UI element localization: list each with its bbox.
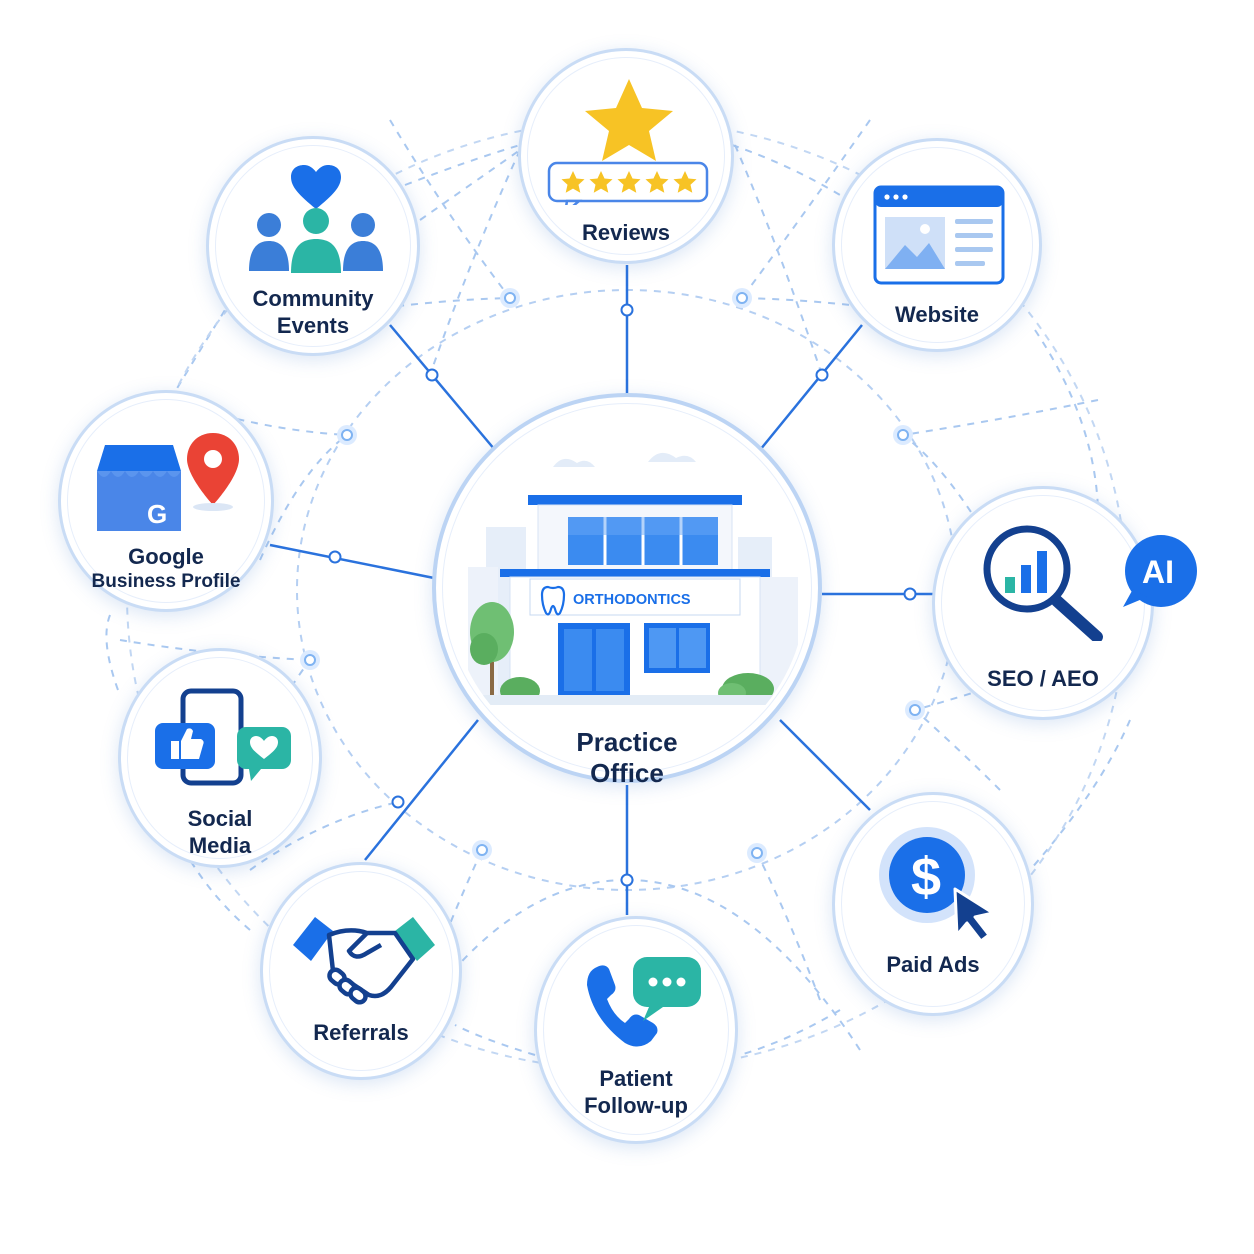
referrals-label: Referrals xyxy=(313,1020,409,1045)
patient-followup-label: Patient Follow-up xyxy=(584,1066,688,1118)
social-media-label: Social Media xyxy=(187,806,253,858)
storefront-pin-icon: G xyxy=(97,433,239,531)
ai-badge-text: AI xyxy=(1142,554,1174,590)
social-media-node[interactable]: Social Media xyxy=(118,648,322,868)
reviews-label: Reviews xyxy=(581,220,671,245)
google-business-profile-label: Google Business Profile xyxy=(91,544,241,592)
magnifier-chart-icon xyxy=(983,525,1103,641)
phone-chat-icon xyxy=(587,957,701,1047)
handshake-icon xyxy=(293,917,435,1005)
orthodontic-building-icon: ORTHODONTICS xyxy=(468,452,798,705)
patient-followup-node[interactable]: Patient Follow-up xyxy=(534,916,738,1144)
google-business-profile-node[interactable]: G Google Business Profile xyxy=(58,390,274,612)
reviews-node[interactable]: Reviews xyxy=(518,48,734,264)
practice-office-node: ORTHODONTICS Practice xyxy=(432,393,822,788)
browser-window-icon xyxy=(873,185,1005,285)
paid-ads-label: Paid Ads xyxy=(886,952,980,977)
community-events-node[interactable]: Community Events xyxy=(206,136,420,356)
community-events-label: Community Events xyxy=(252,286,374,338)
paid-ads-node[interactable]: $ Paid Ads xyxy=(832,792,1034,1016)
seo-aeo-node[interactable]: AI SEO / AEO xyxy=(932,486,1197,720)
google-g-letter: G xyxy=(147,499,167,529)
dollar-symbol: $ xyxy=(911,847,941,907)
practice-office-label: Practice Office xyxy=(576,727,678,788)
people-heart-icon xyxy=(249,165,383,273)
orthodontics-sign: ORTHODONTICS xyxy=(573,592,691,608)
referrals-node[interactable]: Referrals xyxy=(260,862,462,1080)
dollar-cursor-icon: $ xyxy=(879,827,995,943)
seo-aeo-label: SEO / AEO xyxy=(987,666,1099,691)
website-label: Website xyxy=(895,302,979,327)
phone-like-icon xyxy=(155,688,291,786)
star-rating-icon xyxy=(547,79,709,205)
website-node[interactable]: Website xyxy=(832,138,1042,352)
ai-chat-badge-icon: AI xyxy=(1123,535,1197,607)
